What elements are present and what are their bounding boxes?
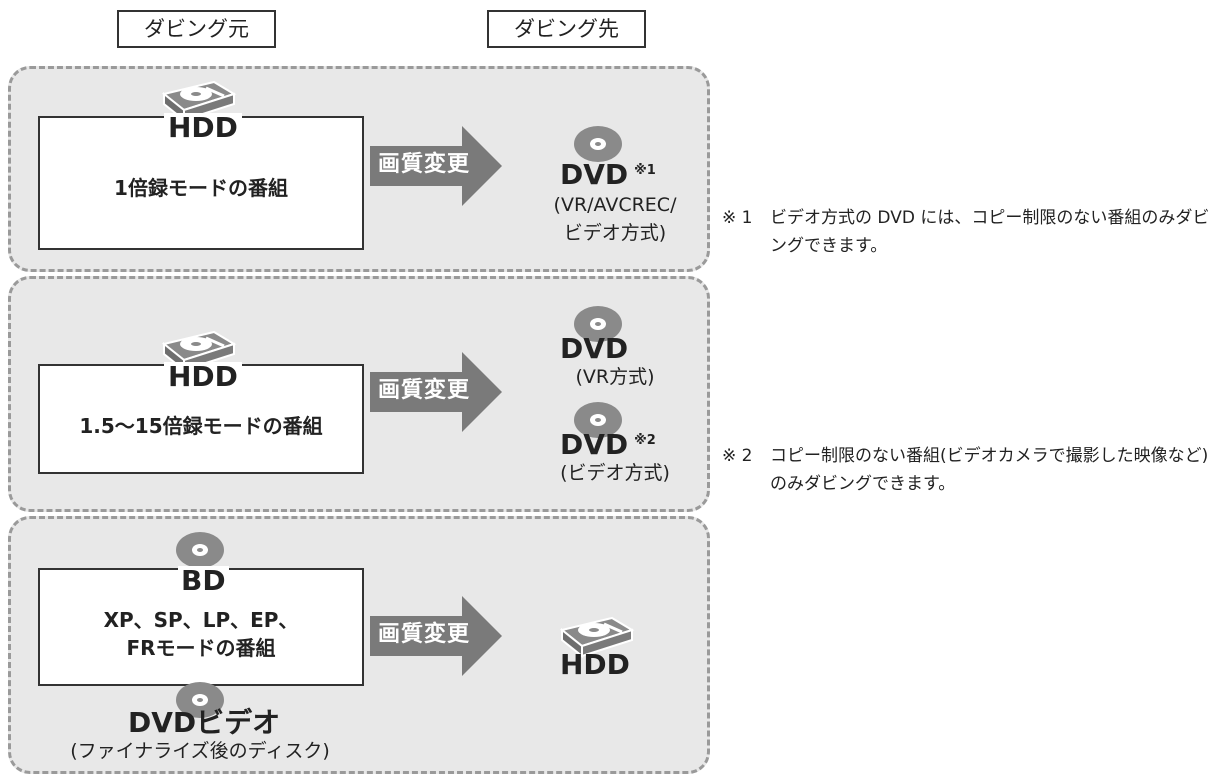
- disc-icon: [176, 532, 224, 568]
- arrow-right-icon: [370, 352, 502, 432]
- arrow-right-icon: [370, 126, 502, 206]
- source-header: ダビング元: [117, 10, 276, 48]
- disc-icon: [574, 306, 622, 342]
- row-2-arrow-label: 画質変更: [378, 378, 471, 403]
- arrow-right-icon: [370, 596, 502, 676]
- row-1-dest-media: DVD ※1: [560, 160, 656, 190]
- row-3-source-program-line1: XP、SP、LP、EP、: [103, 608, 299, 632]
- row-3-arrow-label: 画質変更: [378, 622, 471, 647]
- disc-icon: [176, 682, 224, 718]
- footnote-2: ※ 2 コピー制限のない番組(ビデオカメラで撮影した映像など) のみダビングでき…: [722, 442, 1212, 502]
- row-3-source-program-line2: FRモードの番組: [126, 636, 276, 660]
- row-2-dest-2-note-mark: ※2: [634, 433, 656, 448]
- hdd-icon: [559, 616, 635, 659]
- footnote-1: ※ 1 ビデオ方式の DVD には、コピー制限のない番組のみダビングできます。: [722, 204, 1212, 264]
- row-2-dest-1-format: (VR方式): [575, 366, 655, 388]
- disc-icon: [574, 402, 622, 438]
- destination-header: ダビング先: [487, 10, 646, 48]
- disc-icon: [574, 126, 622, 162]
- row-2-dest-2-media-label: DVD: [560, 428, 629, 461]
- row-1-dest-format-line1: (VR/AVCREC/: [553, 194, 677, 216]
- row-3-second-source-media: DVDビデオ: [128, 706, 281, 739]
- row-3-dest-media: HDD: [560, 648, 630, 681]
- row-1-dest-media-label: DVD: [560, 158, 629, 191]
- row-3-source-media: BD: [178, 566, 229, 596]
- row-2-dest-2-media: DVD ※2: [560, 430, 656, 460]
- footnote-1-text: ビデオ方式の DVD には、コピー制限のない番組のみダビングできます。: [770, 208, 1210, 256]
- footnote-1-mark: ※ 1: [722, 208, 753, 228]
- row-3-second-source-note: (ファイナライズ後のディスク): [70, 740, 330, 762]
- row-2-dest-1-media: DVD: [560, 332, 629, 365]
- row-1-arrow-label: 画質変更: [378, 152, 471, 177]
- row-2-source-program: 1.5〜15倍録モードの番組: [79, 414, 323, 438]
- row-1-dest-note-mark: ※1: [634, 163, 656, 178]
- row-1-dest-format-line2: ビデオ方式): [563, 222, 667, 244]
- row-3-source-box: XP、SP、LP、EP、 FRモードの番組: [38, 568, 364, 686]
- row-2-source-media: HDD: [164, 362, 242, 392]
- row-1-source-media: HDD: [164, 113, 242, 143]
- row-2-source-box: 1.5〜15倍録モードの番組: [38, 364, 364, 474]
- footnote-2-text: コピー制限のない番組(ビデオカメラで撮影した映像など) のみダビングできます。: [770, 446, 1209, 494]
- row-1-source-program: 1倍録モードの番組: [114, 176, 288, 200]
- row-2-dest-2-format: (ビデオ方式): [560, 462, 670, 484]
- footnote-2-mark: ※ 2: [722, 446, 753, 466]
